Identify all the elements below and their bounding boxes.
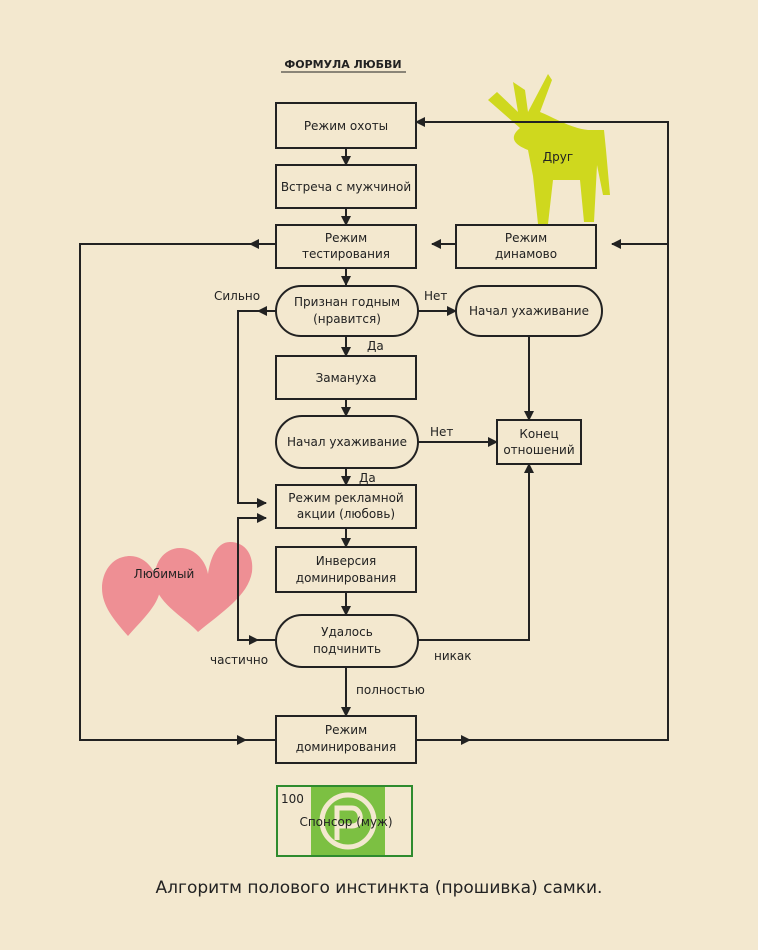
node-approved: Признан годным (нравится) [275,285,419,337]
node-hunt: Режим охоты [275,102,417,149]
node-courting: Начал ухаживание [275,415,419,469]
node-ad: Режим рекламной акции (любовь) [275,484,417,529]
banknote: 100 Спонсор (муж) [276,785,413,857]
node-dynamo-line2: динамово [495,247,557,261]
caption: Алгоритм полового инстинкта (прошивка) с… [155,878,603,898]
node-dominance-line1: Режим [325,723,367,737]
node-testing: Режим тестирования [275,224,417,269]
edge-label-yes-top: Да [367,339,384,353]
node-testing-line1: Режим [325,231,367,245]
node-dynamo: Режим динамово [455,224,597,269]
donkey-icon: Друг [488,74,610,224]
node-meet-label: Встреча с мужчиной [281,180,411,194]
node-end: Конец отношений [496,419,582,465]
node-dynamo-line1: Режим [505,231,547,245]
node-dominance-line2: доминирования [296,740,396,754]
node-subdue-line2: подчинить [313,642,381,656]
node-inversion: Инверсия доминирования [275,546,417,593]
friend-label: Друг [543,150,573,164]
node-end-line2: отношений [503,443,574,457]
node-lure-label: Замануха [316,371,377,385]
node-meet: Встреча с мужчиной [275,164,417,209]
edge-label-no-top: Нет [424,289,447,303]
node-hunt-label: Режим охоты [304,119,388,133]
node-approved-line1: Признан годным [294,295,400,309]
node-dominance: Режим доминирования [275,715,417,764]
node-ad-line2: акции (любовь) [297,507,395,521]
node-subdue: Удалось подчинить [275,614,419,668]
hearts-icon: Любимый [102,542,253,636]
node-inversion-line1: Инверсия [316,554,377,568]
banknote-label: Спонсор (муж) [299,815,392,829]
node-lure: Замануха [275,355,417,400]
banknote-emblem-icon [319,792,377,850]
node-testing-line2: тестирования [302,247,390,261]
node-end-line1: Конец [519,427,558,441]
edge-label-fully: полностью [356,683,425,697]
node-subdue-line1: Удалось [321,625,373,639]
node-ad-line1: Режим рекламной [288,491,403,505]
node-approved-line2: (нравится) [313,312,381,326]
node-courting-right-label: Начал ухаживание [469,304,589,318]
node-courting-label: Начал ухаживание [287,435,407,449]
beloved-label: Любимый [134,567,195,581]
edge-label-yes-mid: Да [359,471,376,485]
node-inversion-line2: доминирования [296,571,396,585]
edge-label-partially: частично [210,653,268,667]
node-courting-right: Начал ухаживание [455,285,603,337]
diagram-title: ФОРМУЛА ЛЮБВИ [284,58,401,71]
edge-label-strongly: Сильно [214,289,260,303]
edge-label-no-mid: Нет [430,425,453,439]
connectors [79,117,669,745]
banknote-denomination: 100 [281,792,304,806]
edge-label-nohow: никак [434,649,472,663]
